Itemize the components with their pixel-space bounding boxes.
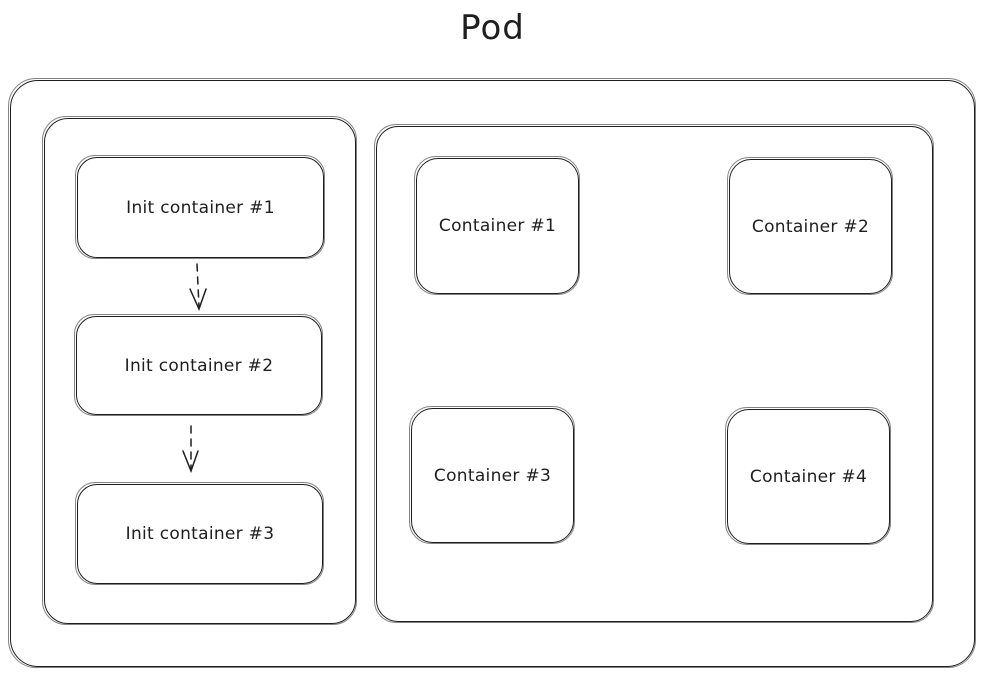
container-3-label: Container #3 [433, 465, 552, 486]
container-4: Container #4 [725, 407, 891, 545]
init-container-3-label: Init container #3 [125, 524, 275, 544]
init-container-1: Init container #1 [75, 155, 325, 259]
container-2: Container #2 [727, 157, 893, 295]
container-2-label: Container #2 [751, 216, 870, 237]
init-container-3: Init container #3 [75, 482, 324, 585]
container-4-label: Container #4 [749, 466, 868, 487]
init-container-2-label: Init container #2 [124, 355, 274, 376]
container-1-label: Container #1 [438, 216, 557, 236]
container-3: Container #3 [409, 406, 575, 544]
init-container-2: Init container #2 [74, 314, 323, 416]
pod-title: Pod [460, 8, 525, 48]
container-1: Container #1 [414, 156, 580, 295]
init-container-1-label: Init container #1 [126, 197, 275, 218]
